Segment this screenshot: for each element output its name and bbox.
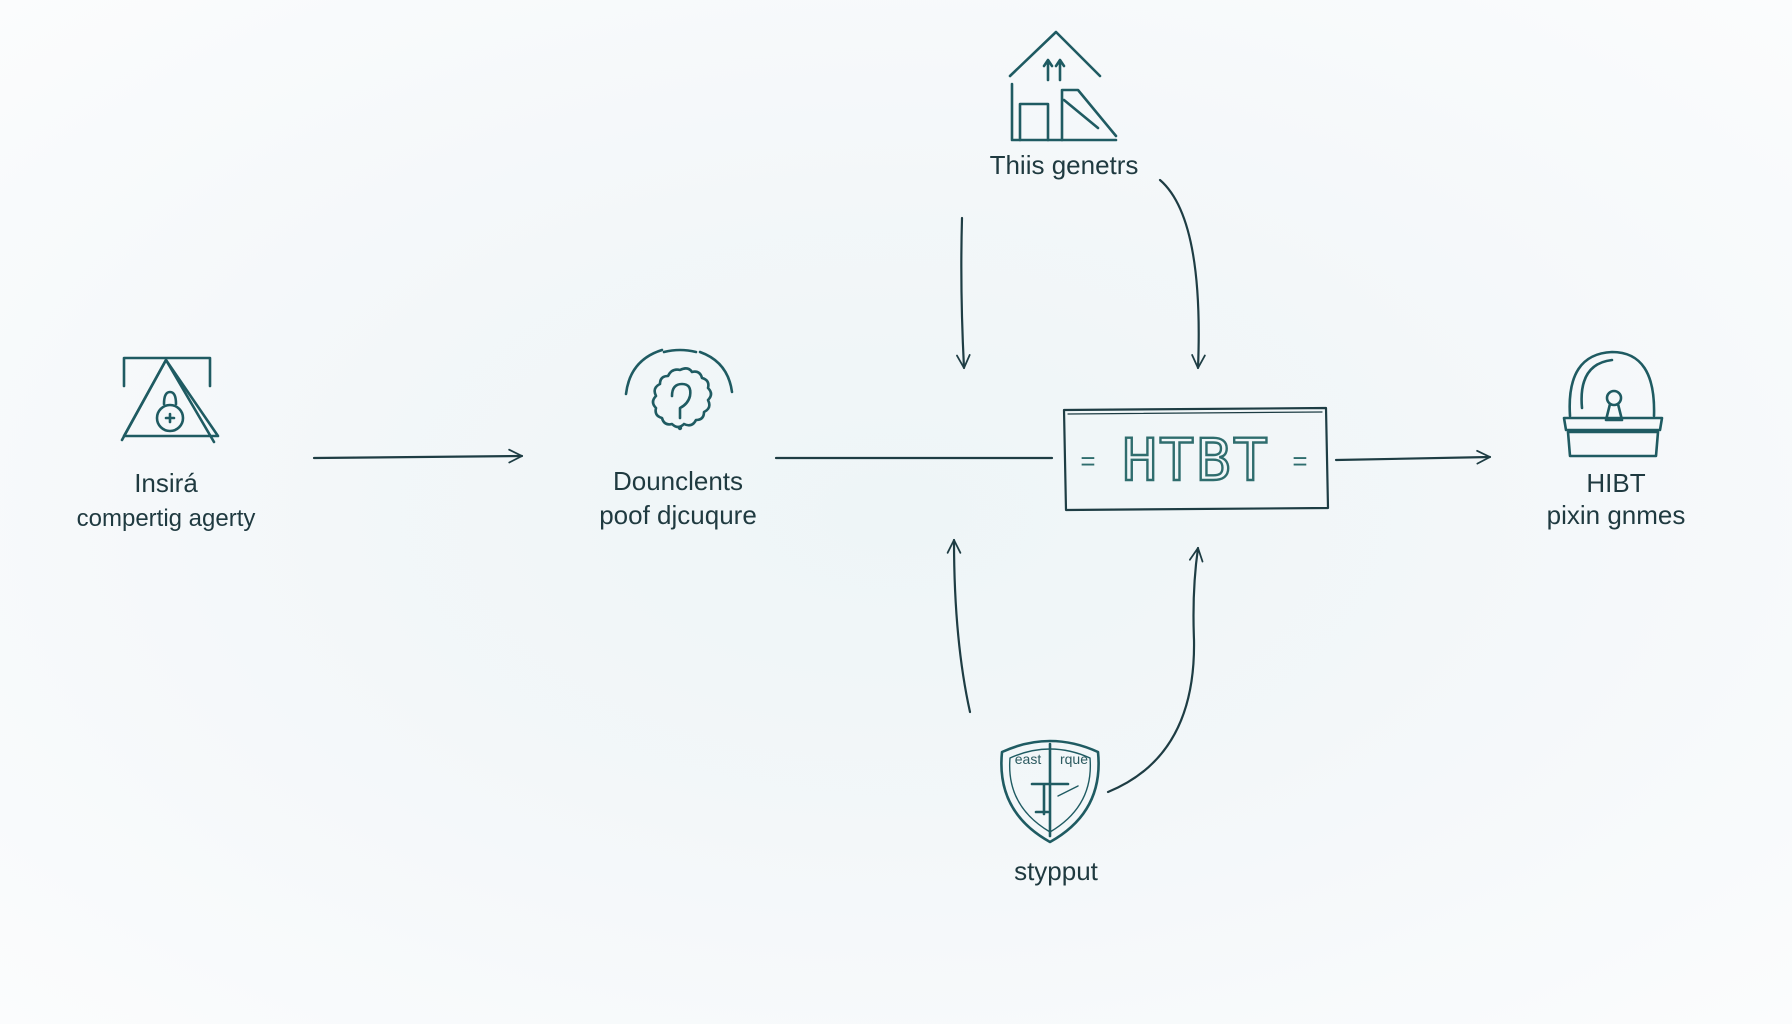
bottom-node: east rque stypput — [1000, 739, 1100, 886]
arrow-bottom-up-left — [946, 538, 972, 714]
sign-board-right-mark: = — [1292, 446, 1307, 476]
right-node: HIBT pixin gnmes — [1547, 350, 1686, 530]
sign-board-text: HTBT — [1122, 426, 1270, 494]
question-gear-icon — [624, 348, 734, 431]
middle-node-label-line2: poof djcuqure — [599, 500, 757, 530]
arrow-shield-curve-up — [1106, 546, 1204, 794]
left-node-label-line2: compertig agerty — [77, 505, 256, 532]
top-node-label: Thiis genetrs — [990, 150, 1139, 180]
left-node: Insirá compertig agerty — [77, 356, 256, 532]
right-node-label-line1: HIBT — [1586, 468, 1645, 498]
connectors — [312, 178, 1492, 794]
sign-board-left-mark: = — [1080, 446, 1095, 476]
arrow-box-to-right — [1334, 449, 1492, 465]
shield-icon — [1000, 739, 1100, 844]
right-node-label-line2: pixin gnmes — [1547, 500, 1686, 530]
sign-board-node: = HTBT = — [1062, 406, 1330, 512]
middle-node-label-line1: Dounclents — [613, 466, 743, 496]
shield-right-text: rque — [1060, 751, 1088, 767]
left-node-label-line1: Insirá — [134, 468, 198, 498]
arrow-left-to-middle — [312, 448, 524, 464]
middle-node: Dounclents poof djcuqure — [599, 348, 757, 530]
arrow-top-down-left — [956, 216, 971, 370]
arrow-top-curve-down — [1158, 178, 1206, 370]
top-node: Thiis genetrs — [990, 30, 1139, 180]
sign-board-icon — [1062, 406, 1330, 512]
house-icon — [1008, 30, 1118, 142]
warning-lock-icon — [120, 356, 220, 444]
shield-left-text: east — [1015, 751, 1042, 767]
bottom-node-label: stypput — [1014, 856, 1099, 886]
keyhole-dome-icon — [1562, 350, 1664, 458]
